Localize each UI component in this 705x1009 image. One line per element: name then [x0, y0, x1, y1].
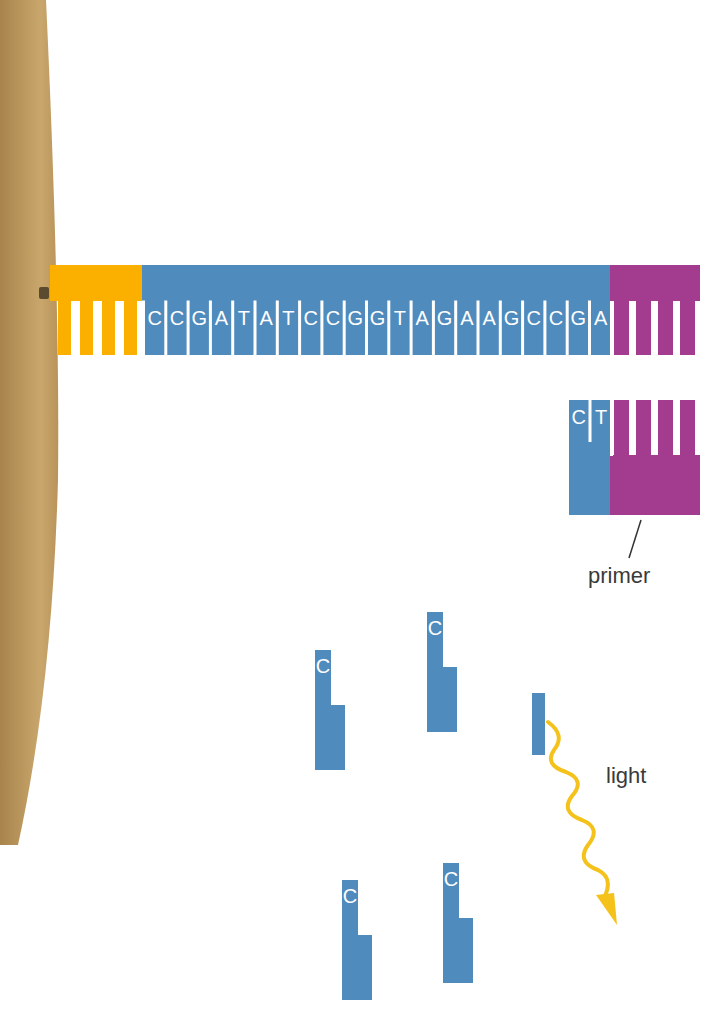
base-gap	[589, 400, 592, 442]
adapter-tooth	[58, 300, 71, 355]
template-base-letter: G	[502, 306, 521, 330]
anchor-dot	[39, 287, 49, 299]
adapter-tooth	[636, 300, 651, 355]
light-label: light	[606, 763, 696, 789]
base-gap	[610, 400, 613, 456]
primer-tooth	[658, 400, 673, 456]
adapter-orange	[50, 265, 142, 301]
template-base-letter: A	[480, 306, 499, 330]
nucleotide-letter: C	[342, 884, 358, 908]
template-base-letter: T	[390, 306, 409, 330]
template-base-letter: A	[413, 306, 432, 330]
adapter-tooth	[102, 300, 115, 355]
template-base-letter: G	[435, 306, 454, 330]
template-strand	[142, 265, 610, 355]
template-base-letter: G	[346, 306, 365, 330]
nucleotide	[427, 612, 457, 732]
adapter-tooth	[614, 300, 629, 355]
base-gaps	[142, 301, 610, 356]
adapter-tooth	[680, 300, 695, 355]
nucleotide	[315, 650, 345, 770]
bead	[0, 0, 58, 845]
leader-line	[629, 520, 641, 558]
primer-tooth	[614, 400, 629, 456]
primer-label: primer	[588, 563, 698, 589]
primer-base-letter: T	[592, 405, 611, 429]
template-base-letter: C	[167, 306, 186, 330]
template-base-letter: T	[279, 306, 298, 330]
template-base-letter: T	[234, 306, 253, 330]
light-arrowhead	[596, 893, 617, 925]
light-ray	[548, 722, 608, 898]
template-base-letter: G	[190, 306, 209, 330]
template-base-letter: G	[569, 306, 588, 330]
template-base-letter: C	[145, 306, 164, 330]
adapter-magenta	[610, 265, 700, 301]
template-base-letter: A	[591, 306, 610, 330]
template-base-letter: A	[212, 306, 231, 330]
template-base-letter: C	[524, 306, 543, 330]
primer-body	[610, 455, 700, 515]
template-base-letter: C	[323, 306, 342, 330]
primer-tooth	[636, 400, 651, 456]
adapter-tooth	[124, 300, 137, 355]
primer-tooth	[680, 400, 695, 456]
primer-base-letter: C	[569, 405, 589, 429]
nucleotide	[443, 863, 473, 983]
nucleotide-letter: C	[443, 867, 459, 891]
template-base-letter: C	[301, 306, 320, 330]
pyrophosphate	[532, 693, 545, 755]
nucleotide	[342, 880, 372, 1000]
template-base-letter: C	[546, 306, 565, 330]
adapter-tooth	[80, 300, 93, 355]
nucleotide-letter: C	[315, 654, 331, 678]
nucleotide-letter: C	[427, 616, 443, 640]
new-strand	[569, 400, 610, 515]
template-base-letter: A	[257, 306, 276, 330]
template-base-letter: G	[368, 306, 387, 330]
template-base-letter: A	[457, 306, 476, 330]
adapter-tooth	[658, 300, 673, 355]
